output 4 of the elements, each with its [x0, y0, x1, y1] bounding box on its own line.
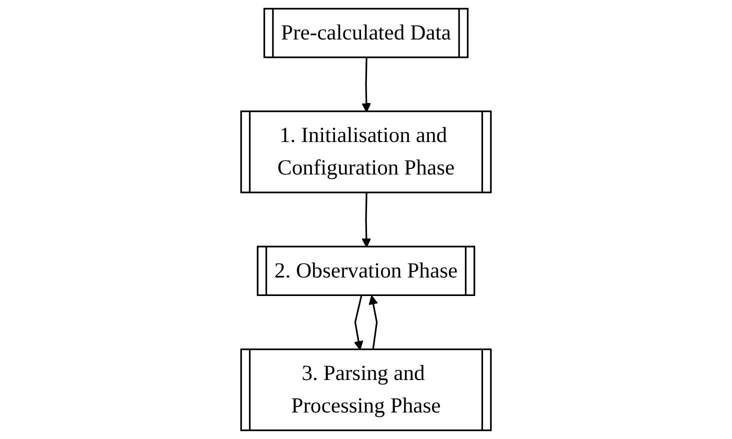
- arrow: [368, 295, 378, 350]
- arrow: [362, 193, 372, 248]
- arrow: [362, 58, 372, 112]
- arrow: [354, 296, 364, 350]
